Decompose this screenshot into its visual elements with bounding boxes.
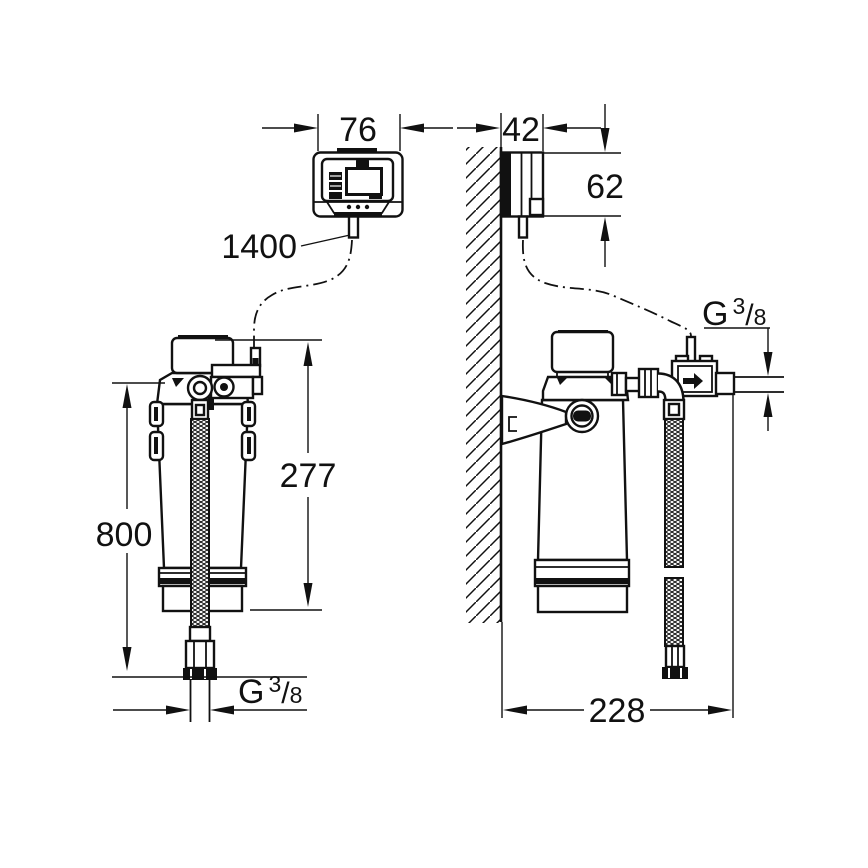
left-hose-hex-nut [184,639,216,670]
dim-228-value: 228 [589,692,646,730]
right-hose-braid-upper [664,418,684,568]
side-controller-notch [528,197,545,217]
dim-277: 277 [215,339,337,611]
right-outlet-fittings [610,367,660,399]
flow-arrow-icon [683,373,703,389]
dim-62-value: 62 [586,168,624,206]
label-1400: 1400 [221,228,351,266]
controller-cable-stub [347,215,360,239]
wall [466,113,503,718]
right-hose-hex-nut [664,644,686,669]
side-controller-cable-stub [517,215,529,239]
right-hose-union-nut [662,667,688,679]
right-filter-cap [550,330,615,374]
left-filter-clips [148,400,257,462]
dim-800-value: 800 [96,516,153,554]
right-filter [500,330,784,614]
cable-length-value: 1400 [221,228,297,266]
leader-line-1400 [300,234,351,247]
wall-bracket [500,394,600,446]
left-hose-union-nut [183,668,217,680]
left-hose [183,418,217,722]
side-controller-wall-plate [501,152,511,217]
left-hose-collar [188,625,212,643]
controller-base [326,201,390,217]
wall-hatching [466,147,501,623]
dim-800: 800 [96,382,307,678]
controller-display [345,167,383,196]
right-hose [662,418,688,679]
signal-cable-right [521,239,692,337]
pipe-connector [714,371,736,396]
dim-277-value: 277 [280,457,337,495]
front-controller [312,148,404,239]
dim-76: 76 [262,111,453,151]
controller-label-bar [369,195,382,199]
signal-cable-left [253,239,353,347]
dim-228: 228 [503,394,734,730]
left-hose-braid [190,418,210,628]
left-filter-valve [208,346,264,410]
right-valve-block [670,335,719,398]
dim-42: 42 [457,111,601,151]
left-hose-elbow [186,374,214,421]
dim-42-value: 42 [502,111,540,149]
bracket-arm [500,394,568,446]
controller-buttons [329,172,342,199]
dim-76-value: 76 [339,111,377,149]
right-hose-braid-lower [664,577,684,647]
dim-62: 62 [544,104,624,267]
side-controller [499,151,545,239]
right-filter-bottom-cup [536,584,629,614]
